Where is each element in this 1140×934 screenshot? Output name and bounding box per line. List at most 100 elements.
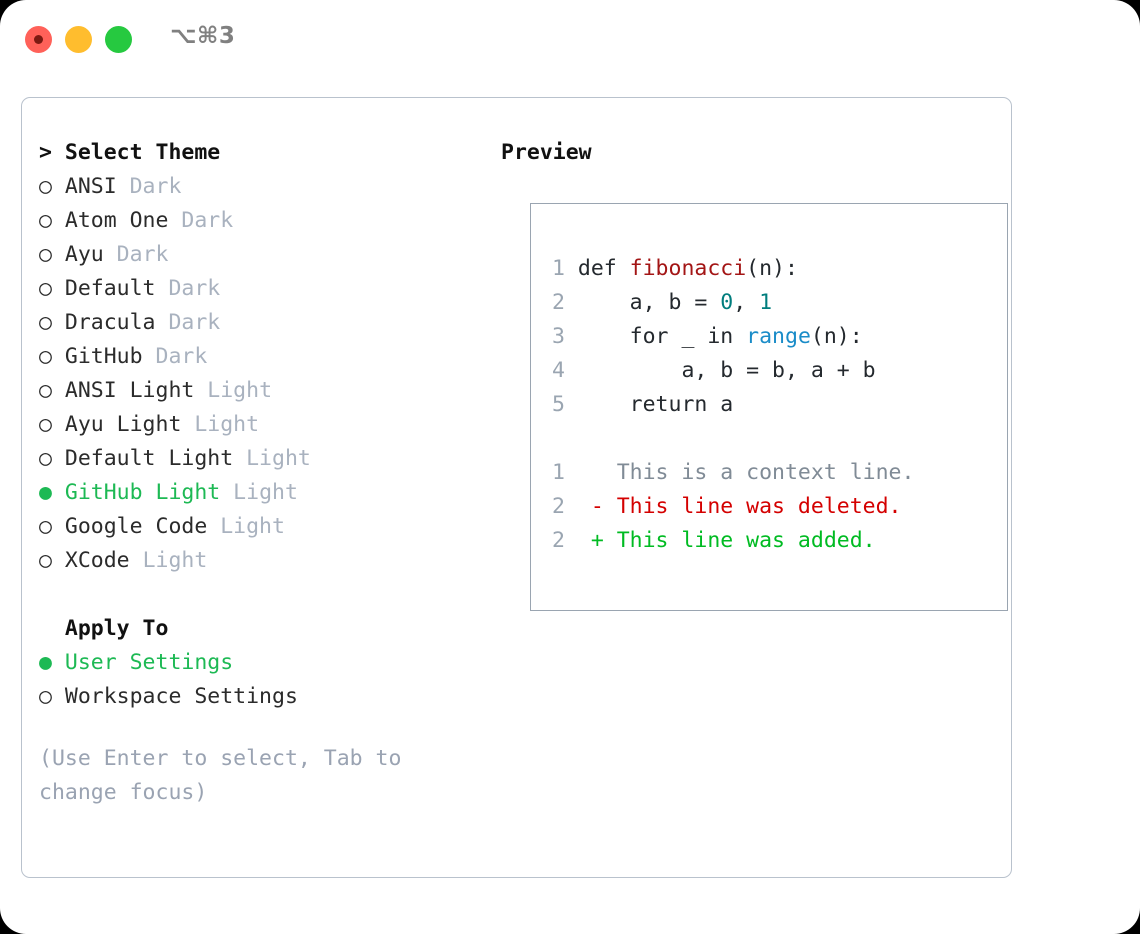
- preview-title: Preview: [501, 140, 592, 165]
- apply-to-option-label: Workspace Settings: [64, 684, 298, 709]
- theme-option[interactable]: ○ Ayu Light Light: [39, 408, 489, 442]
- radio-unselected-icon: ○: [39, 242, 65, 267]
- minimize-button[interactable]: [65, 26, 92, 53]
- theme-option[interactable]: ○ ANSI Dark: [39, 170, 489, 204]
- code-line: 2 a, b = 0, 1: [552, 286, 914, 320]
- theme-list-heading: > Select Theme: [39, 140, 221, 165]
- code-line: 4 a, b = b, a + b: [552, 354, 914, 388]
- radio-unselected-icon: ○: [39, 276, 65, 301]
- code-line: 5 return a: [552, 388, 914, 422]
- line-number: 2: [552, 290, 565, 315]
- line-number: 2: [552, 494, 565, 519]
- code-token: for _ in: [577, 324, 747, 349]
- diff-line-text: + This line was added.: [564, 528, 876, 553]
- theme-option[interactable]: ○ XCode Light: [39, 544, 489, 578]
- radio-unselected-icon: ○: [39, 446, 65, 471]
- theme-option-label: GitHub: [64, 344, 143, 369]
- theme-option[interactable]: ○ GitHub Dark: [39, 340, 489, 374]
- code-token: 1: [759, 290, 773, 315]
- theme-option-tag: Dark: [116, 174, 182, 199]
- code-token: return a: [577, 392, 734, 417]
- maximize-button[interactable]: [105, 26, 132, 53]
- code-token: (n):: [746, 256, 798, 281]
- apply-to-option-label: User Settings: [64, 650, 234, 675]
- theme-option-tag: Dark: [103, 242, 169, 267]
- close-button[interactable]: [25, 26, 52, 53]
- code-token: 0: [720, 290, 734, 315]
- preview-column: Preview 1 def fibonacci(n):2 a, b = 0, 1…: [501, 136, 1008, 611]
- theme-option-tag: Light: [181, 412, 260, 437]
- theme-option-label: ANSI: [64, 174, 117, 199]
- theme-option[interactable]: ○ Default Dark: [39, 272, 489, 306]
- radio-selected-icon: ●: [39, 650, 65, 675]
- diff-line-text: - This line was deleted.: [564, 494, 902, 519]
- theme-option-label: XCode: [64, 548, 130, 573]
- code-gap: [552, 422, 914, 456]
- code-token: (n):: [810, 324, 863, 349]
- code-token: fibonacci: [629, 256, 747, 281]
- theme-option-label: Google Code: [64, 514, 208, 539]
- theme-option-label: GitHub Light: [64, 480, 221, 505]
- theme-option[interactable]: ○ Ayu Dark: [39, 238, 489, 272]
- line-number: 5: [552, 392, 565, 417]
- radio-unselected-icon: ○: [39, 412, 65, 437]
- radio-unselected-icon: ○: [39, 344, 65, 369]
- title-bar: ⌥⌘3: [0, 0, 1140, 78]
- radio-unselected-icon: ○: [39, 310, 65, 335]
- theme-list: > Select Theme○ ANSI Dark○ Atom One Dark…: [39, 136, 489, 578]
- line-number: 3: [552, 324, 565, 349]
- theme-option[interactable]: ○ ANSI Light Light: [39, 374, 489, 408]
- theme-option-label: Default Light: [64, 446, 234, 471]
- radio-selected-icon: ●: [39, 480, 65, 505]
- theme-option-label: Dracula: [64, 310, 156, 335]
- line-number: 4: [552, 358, 565, 383]
- diff-line-text: This is a context line.: [564, 460, 915, 485]
- theme-option[interactable]: ○ Default Light Light: [39, 442, 489, 476]
- theme-option-tag: Light: [207, 514, 285, 539]
- keyboard-shortcut-label: ⌥⌘3: [170, 23, 236, 49]
- code-token: range: [746, 324, 811, 349]
- diff-line: 2 + This line was added.: [552, 524, 914, 558]
- keyboard-hint: (Use Enter to select, Tab to change focu…: [39, 746, 415, 805]
- list-gap: .: [39, 578, 489, 612]
- theme-option[interactable]: ○ Atom One Dark: [39, 204, 489, 238]
- code-token: def: [577, 256, 630, 281]
- line-number: 2: [552, 528, 565, 553]
- line-number: 1: [552, 256, 565, 281]
- theme-option[interactable]: ○ Google Code Light: [39, 510, 489, 544]
- theme-option-tag: Dark: [142, 344, 208, 369]
- apply-to-option[interactable]: ○ Workspace Settings: [39, 680, 489, 714]
- theme-option-tag: Light: [129, 548, 208, 573]
- theme-option[interactable]: ● GitHub Light Light: [39, 476, 489, 510]
- theme-option-tag: Dark: [155, 310, 221, 335]
- theme-option-label: Ayu Light: [64, 412, 182, 437]
- code-token: ,: [733, 290, 760, 315]
- theme-option-label: Default: [64, 276, 156, 301]
- theme-option-tag: Light: [233, 446, 311, 471]
- radio-unselected-icon: ○: [39, 684, 65, 709]
- theme-option-tag: Dark: [155, 276, 221, 301]
- main-panel: > Select Theme○ ANSI Dark○ Atom One Dark…: [21, 97, 1012, 878]
- diff-line: 2 - This line was deleted.: [552, 490, 914, 524]
- radio-unselected-icon: ○: [39, 174, 65, 199]
- code-token: a, b =: [577, 290, 721, 315]
- theme-option[interactable]: ○ Dracula Dark: [39, 306, 489, 340]
- apply-to-option[interactable]: ● User Settings: [39, 646, 489, 680]
- theme-option-label: ANSI Light: [64, 378, 195, 403]
- code-line: 1 def fibonacci(n):: [552, 252, 914, 286]
- code-token: a, b = b, a + b: [577, 358, 876, 383]
- code-line: 3 for _ in range(n):: [552, 320, 914, 354]
- close-icon: [34, 35, 43, 44]
- radio-unselected-icon: ○: [39, 378, 65, 403]
- theme-option-tag: Light: [194, 378, 273, 403]
- theme-picker-column: > Select Theme○ ANSI Dark○ Atom One Dark…: [39, 136, 489, 810]
- line-number: 1: [552, 460, 565, 485]
- apply-to-heading: Apply To: [39, 616, 169, 641]
- apply-to-list: . Apply To● User Settings○ Workspace Set…: [39, 578, 489, 714]
- radio-unselected-icon: ○: [39, 208, 65, 233]
- theme-option-tag: Dark: [168, 208, 234, 233]
- theme-option-tag: Light: [220, 480, 298, 505]
